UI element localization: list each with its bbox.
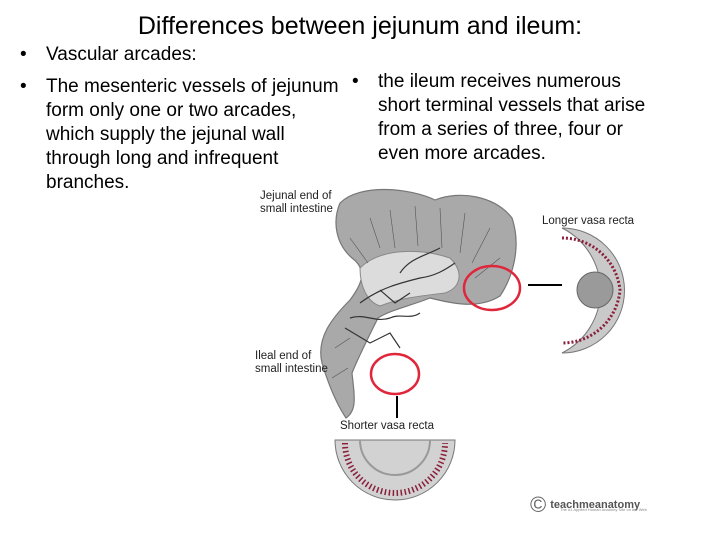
vascular-arcades [344,247,456,349]
mesentery [359,250,460,307]
logo-name: teachmeanatomy [550,499,641,511]
bullet-text: the ileum receives numerous short termin… [378,71,646,164]
jejunum-highlight-circle [462,264,522,312]
jejunum-cross-section [561,227,625,354]
copyright-icon: © [530,492,547,517]
teachmeanatomy-logo: © teachmeanatomy The #1 Applied Human An… [530,492,647,518]
bullet-item: • the ileum receives numerous short term… [352,70,652,166]
bullet-text: Vascular arcades: [46,44,197,65]
ileum-highlight-circle [369,352,421,396]
vasa-recta-lines [331,205,501,379]
logo-tagline: The #1 Applied Human Anatomy Site on the… [560,507,647,512]
intestine-drawing [320,188,625,501]
bullet-marker: • [20,44,27,65]
bullet-marker: • [20,76,27,97]
bullet-marker: • [352,71,359,92]
shorter-vasa-recta-label: Shorter vasa recta [340,420,434,432]
right-bullet-list: • the ileum receives numerous short term… [352,70,652,174]
bullet-item: • Vascular arcades: [20,43,340,67]
bullet-item: • The mesenteric vessels of jejunum form… [20,75,340,195]
intestine-illustration: Jejunal end of small intestine Ileal end… [250,178,710,518]
slide-title: Differences between jejunum and ileum: [137,12,583,40]
jejunal-end-label: Jejunal end of small intestine [260,190,333,215]
bullet-text: The mesenteric vessels of jejunum form o… [46,76,339,193]
left-bullet-list: • Vascular arcades: • The mesenteric ves… [20,43,340,203]
ileal-end-label: Ileal end of small intestine [255,350,328,375]
intestine-loops [320,188,517,419]
longer-vasa-recta-label: Longer vasa recta [542,215,635,227]
ileum-cross-section [334,439,456,501]
